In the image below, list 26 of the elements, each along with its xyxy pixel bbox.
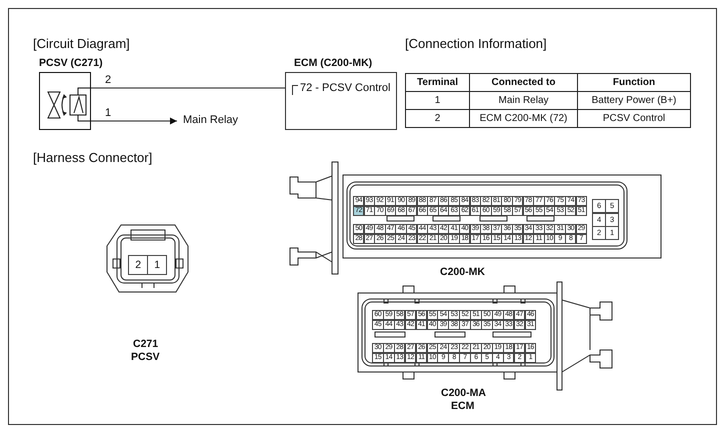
destination-label: Main Relay — [183, 114, 253, 128]
wire-arrow — [90, 118, 178, 124]
table-cell: 1 — [406, 92, 470, 110]
component-label: ECM — [451, 400, 474, 412]
table-cell: Battery Power (B+) — [578, 92, 690, 110]
section-title: [Connection Information] — [405, 36, 547, 51]
table-cell: ECM C200-MK (72) — [470, 110, 578, 128]
connector-label: C200-MK — [440, 266, 485, 278]
section-title: [Circuit Diagram] — [33, 36, 130, 51]
pin-number: 2 — [128, 255, 148, 275]
pin-function: 72 - PCSV Control — [300, 82, 390, 94]
connector-label: C271 — [133, 338, 158, 350]
column-header: Connected to — [470, 74, 578, 92]
table-cell: Main Relay — [470, 92, 578, 110]
component-name: ECM (C200-MK) — [294, 57, 372, 69]
pin-number-label: 1 — [105, 107, 112, 119]
component-name: PCSV (C271) — [39, 57, 103, 69]
table-cell: PCSV Control — [578, 110, 690, 128]
section-title: [Harness Connector] — [33, 150, 152, 165]
pin-number: 1 — [147, 255, 167, 275]
pin-number-label: 2 — [105, 74, 112, 86]
column-header: Terminal — [406, 74, 470, 92]
component-label: PCSV — [131, 351, 160, 363]
table-cell: 2 — [406, 110, 470, 128]
column-header: Function — [578, 74, 690, 92]
connector-label: C200-MA — [441, 387, 486, 399]
